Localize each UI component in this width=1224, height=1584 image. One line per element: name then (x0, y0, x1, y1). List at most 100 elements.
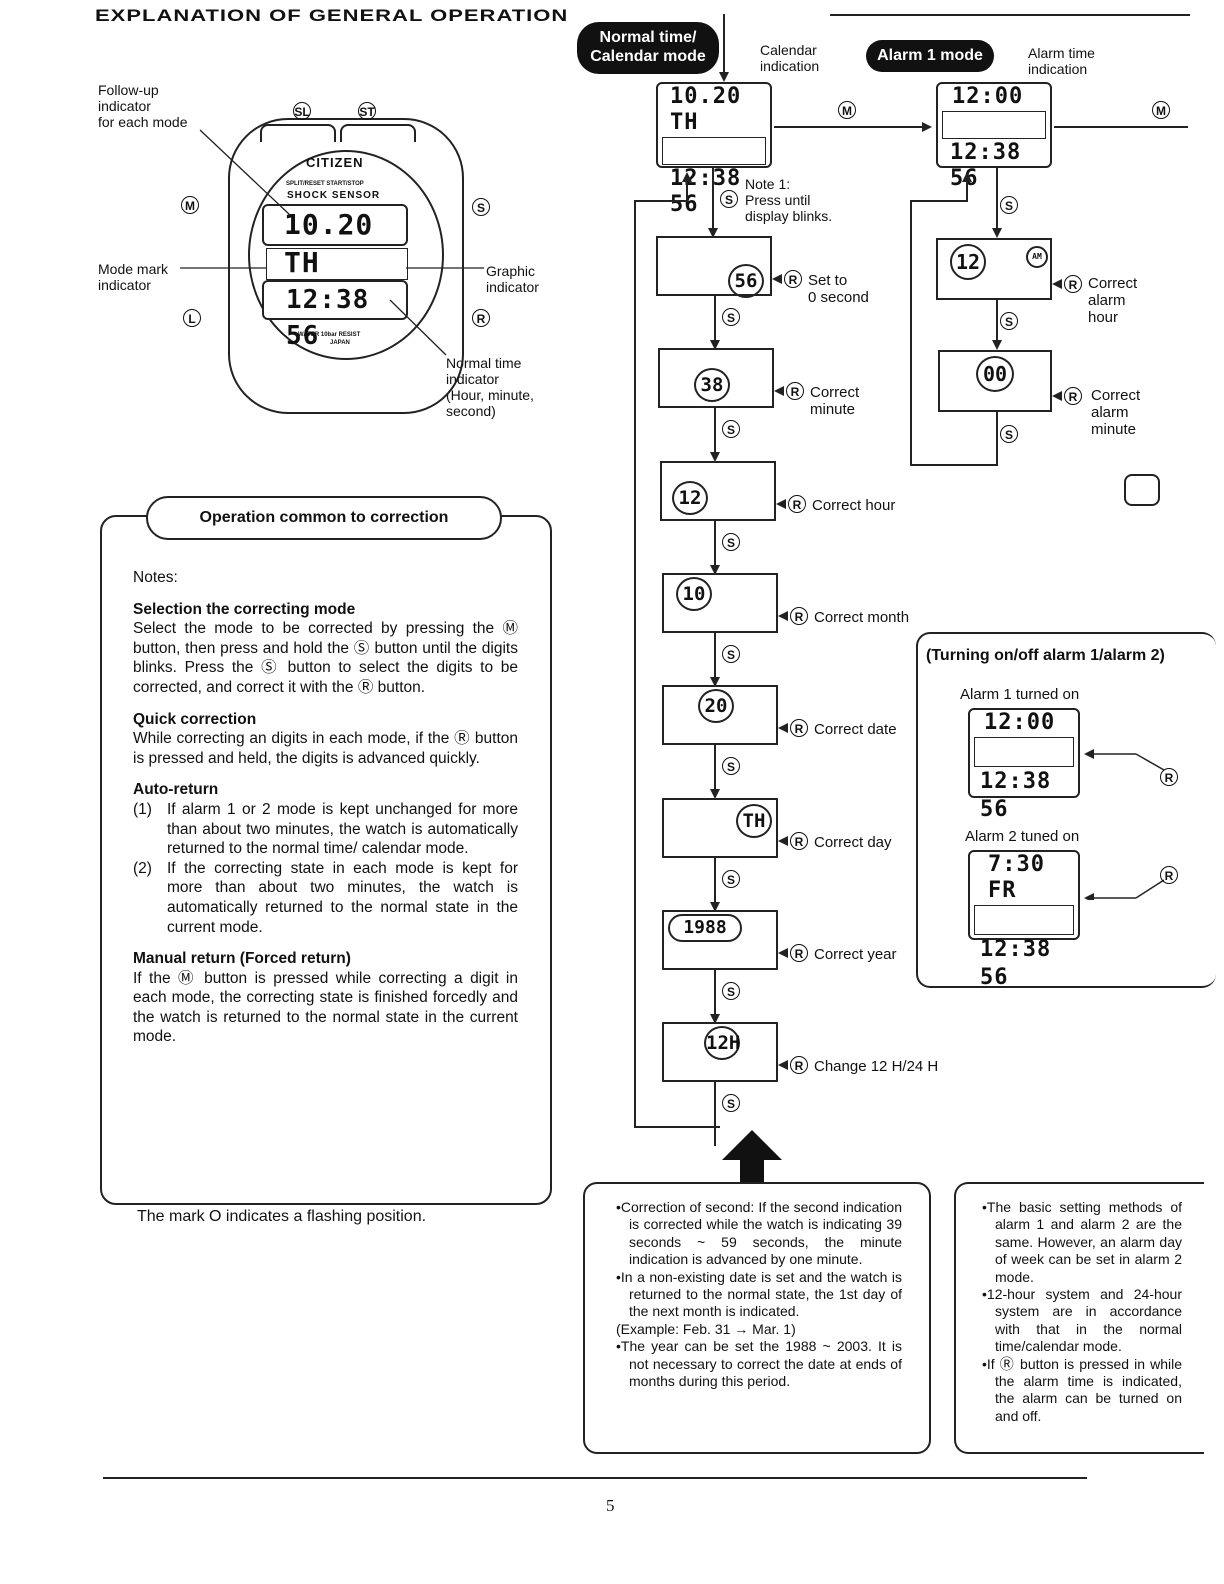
auto-item-1: (1) If alarm 1 or 2 mode is kept unchang… (133, 800, 518, 858)
s-button-step-7: S (722, 982, 740, 1000)
follow-up-label: Follow-up indicator for each mode (98, 82, 188, 130)
alarm-minute-lcd: 00 (938, 350, 1052, 412)
auto-item-2: (2) If the correcting state in each mode… (133, 859, 518, 936)
quick-heading: Quick correction (133, 710, 257, 728)
step-label-5: Correct date (814, 721, 897, 738)
return-loop-bottom (634, 1126, 720, 1128)
page-number: 5 (606, 1496, 615, 1515)
watch-face-top2: SHOCK SENSOR (287, 190, 381, 201)
watch-icon (1124, 474, 1160, 506)
step-digit-2: 38 (694, 368, 730, 402)
r-button-step-6: R (790, 832, 808, 850)
right-note-3: •If Ⓡ button is pressed in while the ala… (982, 1355, 1182, 1424)
step-lcd-6: TH (662, 798, 778, 858)
return-loop-arrow (682, 172, 692, 182)
step-arrow-1 (772, 274, 782, 284)
m-transition-line-1 (774, 126, 924, 128)
r-button-step-7: R (790, 944, 808, 962)
r-button: R (472, 309, 490, 327)
spine-3 (714, 521, 716, 571)
spine-arrow-5 (710, 789, 720, 799)
step-digit-7: 1988 (668, 914, 742, 942)
r-button-step-5: R (790, 719, 808, 737)
r-button-step-8: R (790, 1056, 808, 1074)
step-digit-6: TH (736, 804, 772, 838)
center-note-3: (Example: Feb. 31 → Mar. 1) (616, 1320, 796, 1337)
r-button-step-3: R (788, 495, 806, 513)
r-toggle-lines (1084, 749, 1165, 900)
alarm-lcd: 12:00 12:38 56 (936, 82, 1052, 191)
top-rule (830, 14, 1190, 16)
spine-7 (714, 970, 716, 1020)
watch-graphic-indicator (266, 248, 408, 280)
right-note-1: •The basic setting methods of alarm 1 an… (982, 1199, 1182, 1285)
spine-8 (714, 1082, 716, 1146)
notes-label: Notes: (133, 569, 178, 586)
r-button-step-2: R (786, 382, 804, 400)
watch-face-top1: SPLIT/RESET START/STOP (286, 181, 364, 187)
watch-face (248, 150, 444, 360)
mode-mark-label: Mode mark indicator (98, 261, 169, 293)
step-arrow-6 (778, 836, 788, 846)
center-note-1: •Correction of second: If the second ind… (616, 1199, 902, 1268)
step-lcd-4: 10 (662, 573, 778, 633)
step-label-7: Correct year (814, 946, 897, 963)
watch-strap-left (260, 124, 336, 142)
spine-arrow-6 (710, 902, 720, 912)
alarm-spine-2 (996, 412, 998, 464)
entry-arrow (719, 72, 729, 82)
footer-rule (103, 1477, 1087, 1479)
m-button: M (181, 196, 199, 214)
spine-arrow-3 (710, 565, 720, 575)
return-loop-top (634, 200, 686, 202)
step-digit-3: 12 (672, 481, 708, 515)
r-button-alarm-1: R (1064, 387, 1082, 405)
spine-arrow-7 (710, 1014, 720, 1024)
spine-2 (714, 408, 716, 458)
spine-1 (714, 296, 716, 346)
alarm-loop-arrow (962, 172, 972, 182)
page-title: EXPLANATION OF GENERAL OPERATION (95, 6, 569, 25)
l-button: L (183, 309, 201, 327)
alarm2-on-label: Alarm 2 tuned on (965, 828, 1080, 845)
watch-brand: CITIZEN (306, 155, 364, 170)
up-arrow-icon (722, 1130, 782, 1160)
alarm-loop-up (966, 180, 968, 202)
alarm-loop-line (910, 200, 912, 466)
auto-heading: Auto-return (133, 781, 219, 799)
watch-face-bottom2: JAPAN (330, 340, 350, 346)
alarm-loop-top (910, 200, 966, 202)
alarm2-on-lcd: 7:30 FR 12:38 56 (968, 850, 1080, 990)
entry-line (723, 14, 725, 74)
step-label-3: Correct hour (812, 497, 896, 514)
spine-arrow-2 (710, 452, 720, 462)
manual-body: If the Ⓜ button is pressed while correct… (133, 969, 518, 1046)
watch-upper-display: 10.20 TH (262, 204, 408, 279)
up-arrow-stem (740, 1158, 764, 1182)
step-label-2: Correct minute (810, 384, 860, 418)
watch-face-bottom1: WATER 10bar RESIST (298, 332, 361, 338)
step-lcd-3: 12 (660, 461, 776, 521)
turning-title: (Turning on/off alarm 1/alarm 2) (926, 647, 1165, 664)
step-label-8: Change 12 H/24 H (814, 1058, 939, 1075)
alarm-minute-arrow (1052, 391, 1062, 401)
s-button-step-3: S (722, 533, 740, 551)
graphic-label: Graphic indicator (486, 263, 539, 295)
step-digit-1: 56 (728, 264, 764, 298)
spine-4 (714, 633, 716, 683)
s-button-step-4: S (722, 645, 740, 663)
step-lcd-1: 56 (656, 236, 772, 298)
alarm-spine-arrow-1 (992, 340, 1002, 350)
s-button-alarm-2: S (1000, 425, 1018, 443)
s-button-step-5: S (722, 757, 740, 775)
alarm-hour-lcd: 12 AM (936, 238, 1052, 300)
note1: Note 1: Press until display blinks. (745, 176, 833, 224)
step-arrow-7 (778, 948, 788, 958)
normal-time-mode-pill: Normal time/ Calendar mode (577, 22, 719, 74)
step-lcd-7: 1988 (662, 910, 778, 970)
r-button-alarm-0: R (1064, 275, 1082, 293)
m-transition-arrow-1 (922, 122, 932, 132)
step-label-4: Correct month (814, 609, 910, 626)
s-button-step-2: S (722, 420, 740, 438)
center-notes: •Correction of second: If the second ind… (616, 1199, 902, 1390)
